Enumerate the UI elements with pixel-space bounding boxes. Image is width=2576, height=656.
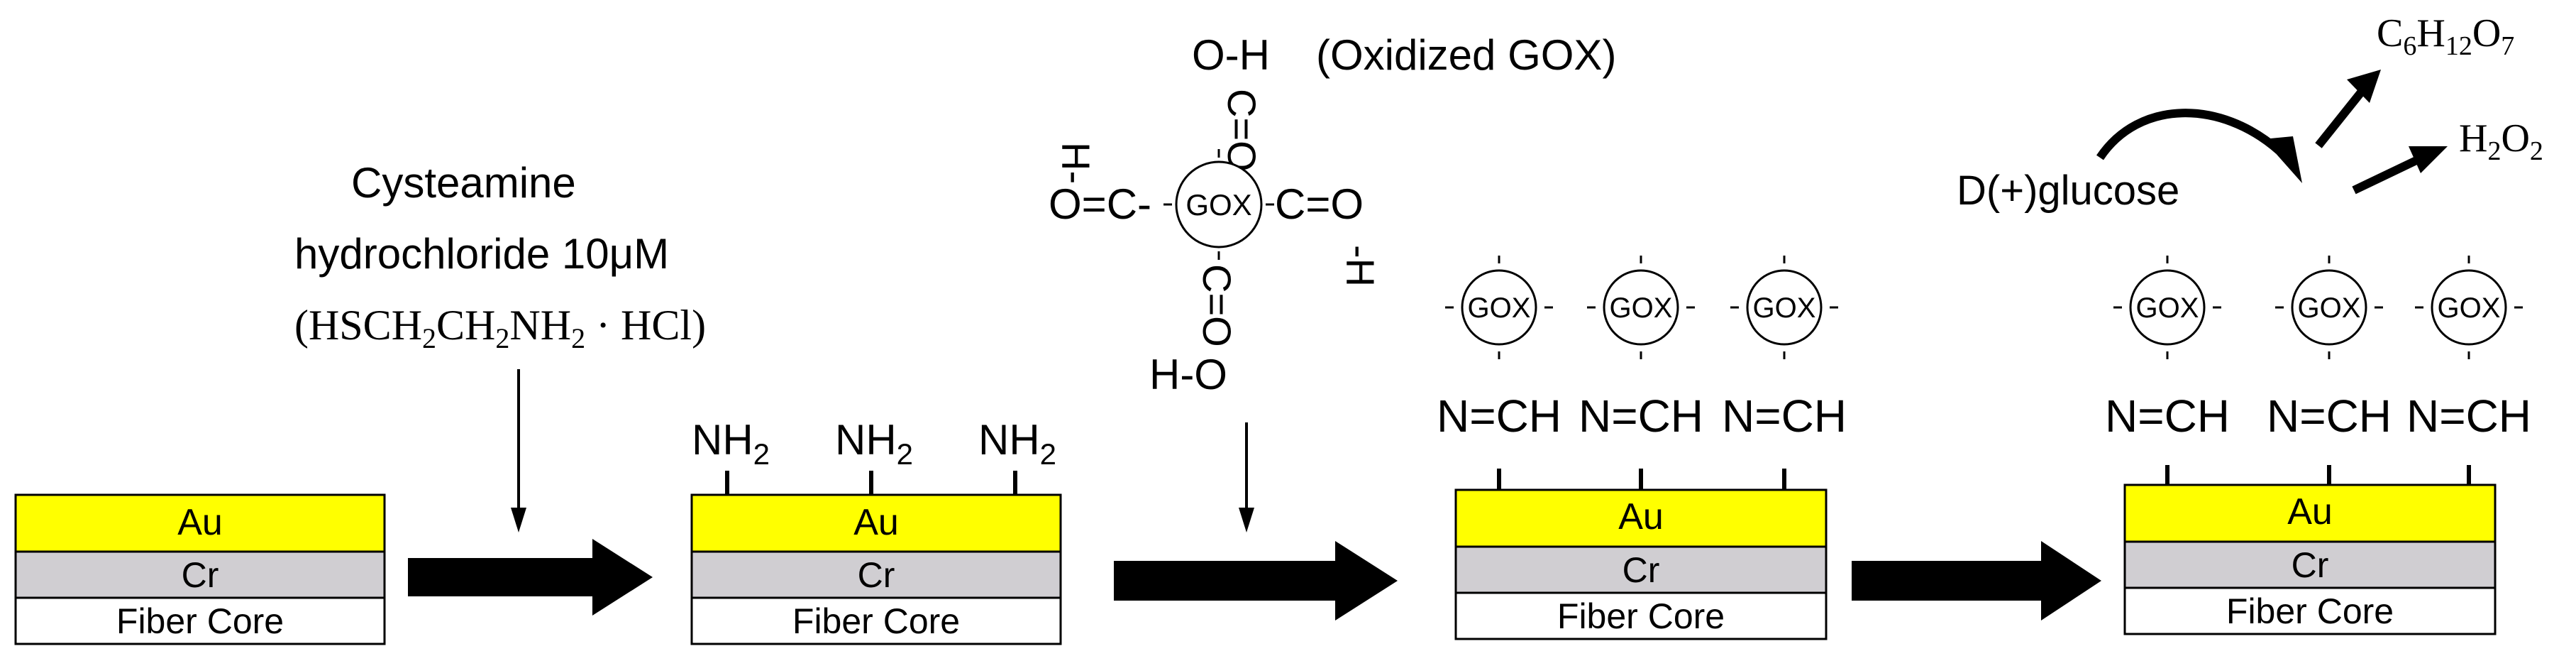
gox-circle bbox=[2129, 269, 2206, 346]
reagent-name-line1: Cysteamine bbox=[351, 159, 576, 207]
gox-circle bbox=[1603, 269, 1679, 346]
cr-label: Cr bbox=[2292, 545, 2329, 585]
gox-top-bond: C=O bbox=[1220, 89, 1264, 172]
amine-label: NH2 bbox=[835, 416, 913, 471]
au-layer bbox=[14, 493, 386, 553]
stage-3-gox-immobilized: N=CH GOX N=CH GOX N=CH GOX Au Cr Fiber Core bbox=[1437, 256, 1847, 640]
product-arrow-2 bbox=[2352, 146, 2448, 195]
oxidized-gox-molecule: (Oxidized GOX) O-H C=O GOX O=C- H- C=O -… bbox=[1049, 31, 1616, 398]
au-label: Au bbox=[853, 502, 899, 543]
reagent-formula: (HSCH2CH2NH2 · HCl) bbox=[294, 302, 706, 354]
product-1-label: C6H12O7 bbox=[2377, 11, 2514, 61]
amine-label: NH2 bbox=[692, 416, 770, 471]
au-label: Au bbox=[177, 502, 223, 543]
right-arrow-icon bbox=[1852, 541, 2101, 621]
immobilized-enzyme-row: N=CH GOX N=CH GOX N=CH GOX bbox=[2105, 256, 2531, 485]
gox-left-group: O=C- bbox=[1049, 180, 1151, 228]
down-arrow-icon bbox=[511, 369, 526, 532]
enzyme-unit-2: N=CH GOX bbox=[2267, 256, 2392, 485]
immobilized-enzyme-row: N=CH GOX N=CH GOX N=CH GOX bbox=[1437, 256, 1847, 490]
right-arrow-icon bbox=[408, 539, 653, 616]
product-2-label: H2O2 bbox=[2459, 116, 2543, 166]
gox-right-group: C=O bbox=[1275, 180, 1364, 228]
cr-layer bbox=[2123, 540, 2497, 589]
gox-core-label: GOX bbox=[1185, 188, 1251, 222]
gox-label: GOX bbox=[1753, 293, 1816, 324]
gox-circle bbox=[1746, 269, 1823, 346]
gox-top-group: O-H bbox=[1192, 31, 1270, 79]
stage-4-glucose-reaction: N=CH GOX N=CH GOX N=CH GOX Au Cr Fiber Core D… bbox=[1957, 11, 2543, 635]
cr-layer bbox=[14, 550, 386, 599]
imine-linkage-label: N=CH bbox=[2105, 390, 2230, 442]
substrate-label: D(+)glucose bbox=[1957, 168, 2179, 214]
gox-circle bbox=[2431, 269, 2507, 346]
fiber-core-label: Fiber Core bbox=[1557, 596, 1725, 636]
gox-label: GOX bbox=[2438, 293, 2501, 324]
amine-group-3: NH2 bbox=[978, 416, 1056, 495]
enzyme-unit-2: N=CH GOX bbox=[1579, 256, 1703, 490]
curved-arrow-icon bbox=[2096, 109, 2302, 183]
au-layer bbox=[1454, 488, 1828, 548]
fiber-core-layer bbox=[1454, 591, 1828, 640]
gox-bottom-group: H-O bbox=[1149, 351, 1227, 398]
fiber-core-layer bbox=[690, 596, 1062, 645]
product-arrow-1 bbox=[2315, 70, 2381, 148]
fiber-core-label: Fiber Core bbox=[792, 601, 960, 641]
stage-2-amine-sensor: NH2 NH2 NH2 Au Cr Fiber Core bbox=[690, 416, 1062, 645]
stage-1-bare-sensor: Au Cr Fiber Core bbox=[14, 493, 386, 645]
cr-layer bbox=[1454, 545, 1828, 594]
gox-label: GOX bbox=[1468, 293, 1531, 324]
gox-label: GOX bbox=[1610, 293, 1673, 324]
imine-linkage-label: N=CH bbox=[1437, 390, 1561, 442]
amine-group-2: NH2 bbox=[835, 416, 913, 495]
fiber-core-label: Fiber Core bbox=[116, 601, 284, 641]
reagent-annotation: Cysteamine hydrochloride 10μM (HSCH2CH2N… bbox=[294, 159, 706, 354]
au-layer bbox=[690, 493, 1062, 553]
imine-linkage-label: N=CH bbox=[1579, 390, 1703, 442]
gox-bottom-bond: C=O bbox=[1195, 264, 1239, 347]
gox-circle bbox=[1461, 269, 1537, 346]
cr-layer bbox=[690, 550, 1062, 599]
cr-label: Cr bbox=[858, 555, 895, 595]
imine-linkage-label: N=CH bbox=[1722, 390, 1847, 442]
imine-linkage-label: N=CH bbox=[2406, 390, 2531, 442]
gox-label: GOX bbox=[2136, 293, 2199, 324]
enzyme-unit-3: N=CH GOX bbox=[2406, 256, 2531, 485]
cr-label: Cr bbox=[1623, 550, 1660, 590]
au-label: Au bbox=[1618, 496, 1664, 537]
gox-core-circle bbox=[1175, 160, 1263, 248]
gox-right-h: -H bbox=[1338, 245, 1383, 287]
fiber-core-layer bbox=[14, 596, 386, 645]
reagent-name-line2: hydrochloride 10μM bbox=[294, 230, 669, 278]
oxidized-gox-label: (Oxidized GOX) bbox=[1316, 31, 1616, 79]
down-arrow-icon bbox=[1239, 422, 1254, 532]
au-label: Au bbox=[2287, 491, 2333, 532]
au-layer bbox=[2123, 483, 2497, 543]
fiber-core-layer bbox=[2123, 586, 2497, 635]
fiber-core-label: Fiber Core bbox=[2226, 591, 2394, 631]
gox-left-h: H- bbox=[1054, 142, 1098, 184]
amine-label: NH2 bbox=[978, 416, 1056, 471]
gox-label: GOX bbox=[2298, 293, 2361, 324]
cr-label: Cr bbox=[182, 555, 219, 595]
enzyme-unit-1: N=CH GOX bbox=[1437, 256, 1561, 490]
imine-linkage-label: N=CH bbox=[2267, 390, 2392, 442]
enzyme-unit-3: N=CH GOX bbox=[1722, 256, 1847, 490]
enzyme-unit-1: N=CH GOX bbox=[2105, 256, 2230, 485]
amine-group-1: NH2 bbox=[692, 416, 770, 495]
gox-circle bbox=[2291, 269, 2367, 346]
right-arrow-icon bbox=[1114, 541, 1398, 621]
